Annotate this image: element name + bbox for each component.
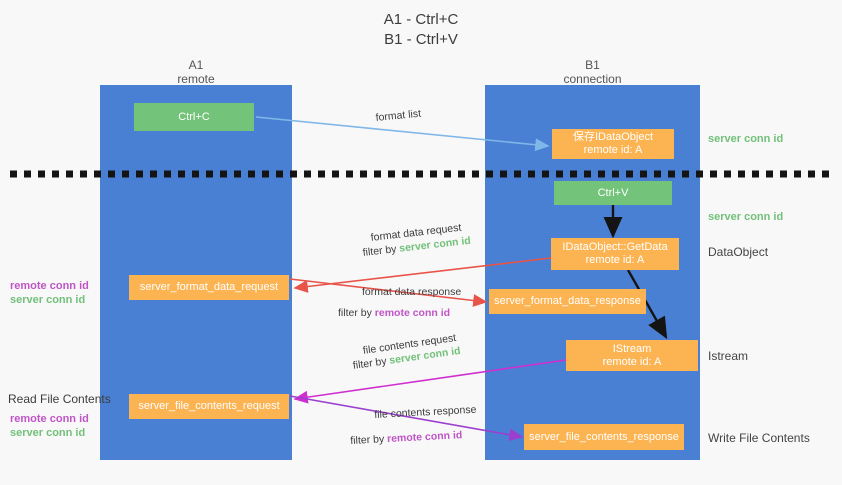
box-istream[interactable]: IStream remote id: A xyxy=(566,340,698,371)
box-idataobject-getdata-line1: IDataObject::GetData xyxy=(562,241,668,253)
arrow-file-contents-response xyxy=(289,395,524,442)
box-idataobject-getdata-line2: remote id: A xyxy=(585,254,645,266)
label-dataobject: DataObject xyxy=(708,245,769,259)
label-write-file-contents: Write File Contents xyxy=(708,431,810,445)
box-server-file-contents-response[interactable]: server_file_contents_response xyxy=(524,424,684,450)
box-ctrl-c[interactable]: Ctrl+C xyxy=(134,103,254,131)
box-ctrl-v-label: Ctrl+V xyxy=(597,186,629,199)
label-read-file-contents: Read File Contents xyxy=(8,392,111,406)
lane-b1-sub: connection xyxy=(563,72,622,86)
label-server-conn-id-top: server conn id xyxy=(708,133,784,145)
arrow-format-data-request xyxy=(293,257,552,293)
filter-key-remote-conn-id: remote conn id xyxy=(386,429,463,446)
filter-prefix: filter by xyxy=(338,307,375,319)
box-server-format-data-response-label: server_format_data_response xyxy=(494,295,641,307)
filter-prefix: filter by xyxy=(350,433,388,447)
box-ctrl-v[interactable]: Ctrl+V xyxy=(554,181,672,205)
box-server-format-data-request[interactable]: server_format_data_request xyxy=(129,275,289,300)
lane-a1-header: A1 remote xyxy=(100,58,292,86)
box-server-format-data-response[interactable]: server_format_data_response xyxy=(489,289,646,314)
label-istream: Istream xyxy=(708,349,749,363)
box-server-format-data-request-label: server_format_data_request xyxy=(139,281,279,293)
box-ctrl-c-label: Ctrl+C xyxy=(178,110,210,123)
title-line-1: A1 - Ctrl+C xyxy=(383,11,459,28)
label-server-conn-id-2: server conn id xyxy=(10,427,86,439)
lane-a1-name: A1 xyxy=(188,58,204,72)
box-saved-idataobject[interactable]: 保存IDataObject remote id: A xyxy=(552,129,674,159)
edge-filter-format-data-response: filter by remote conn id xyxy=(338,306,450,320)
arrow-getdata-to-istream xyxy=(626,269,668,340)
arrow-format-data-response xyxy=(289,278,488,307)
arrow-format-list xyxy=(255,116,550,152)
edge-caption-format-data-response: format data response xyxy=(362,285,461,299)
label-remote-conn-id-1: remote conn id xyxy=(10,280,89,292)
filter-key-remote-conn-id: remote conn id xyxy=(374,307,451,319)
title-line-2: B1 - Ctrl+V xyxy=(384,31,458,48)
box-istream-line1: IStream xyxy=(612,342,652,355)
label-server-conn-id-1: server conn id xyxy=(10,294,86,306)
box-saved-idataobject-line2: remote id: A xyxy=(583,144,643,156)
lane-b1-header: B1 connection xyxy=(485,58,700,86)
box-istream-line2: remote id: A xyxy=(602,355,662,368)
lane-b1-name: B1 xyxy=(585,58,600,72)
box-server-file-contents-request-label: server_file_contents_request xyxy=(138,400,280,412)
edge-caption-format-data-response-text: format data response xyxy=(362,286,462,298)
label-server-conn-id-mid: server conn id xyxy=(708,211,784,223)
box-server-file-contents-request[interactable]: server_file_contents_request xyxy=(129,394,289,419)
label-remote-conn-id-2: remote conn id xyxy=(10,413,89,425)
box-saved-idataobject-line1: 保存IDataObject xyxy=(572,131,654,143)
page-title: A1 - Ctrl+C B1 - Ctrl+V xyxy=(0,10,842,50)
box-idataobject-getdata[interactable]: IDataObject::GetData remote id: A xyxy=(551,238,679,270)
arrow-file-contents-request xyxy=(293,359,567,404)
box-server-file-contents-response-label: server_file_contents_response xyxy=(529,430,679,443)
lane-a1-sub: remote xyxy=(177,72,215,86)
